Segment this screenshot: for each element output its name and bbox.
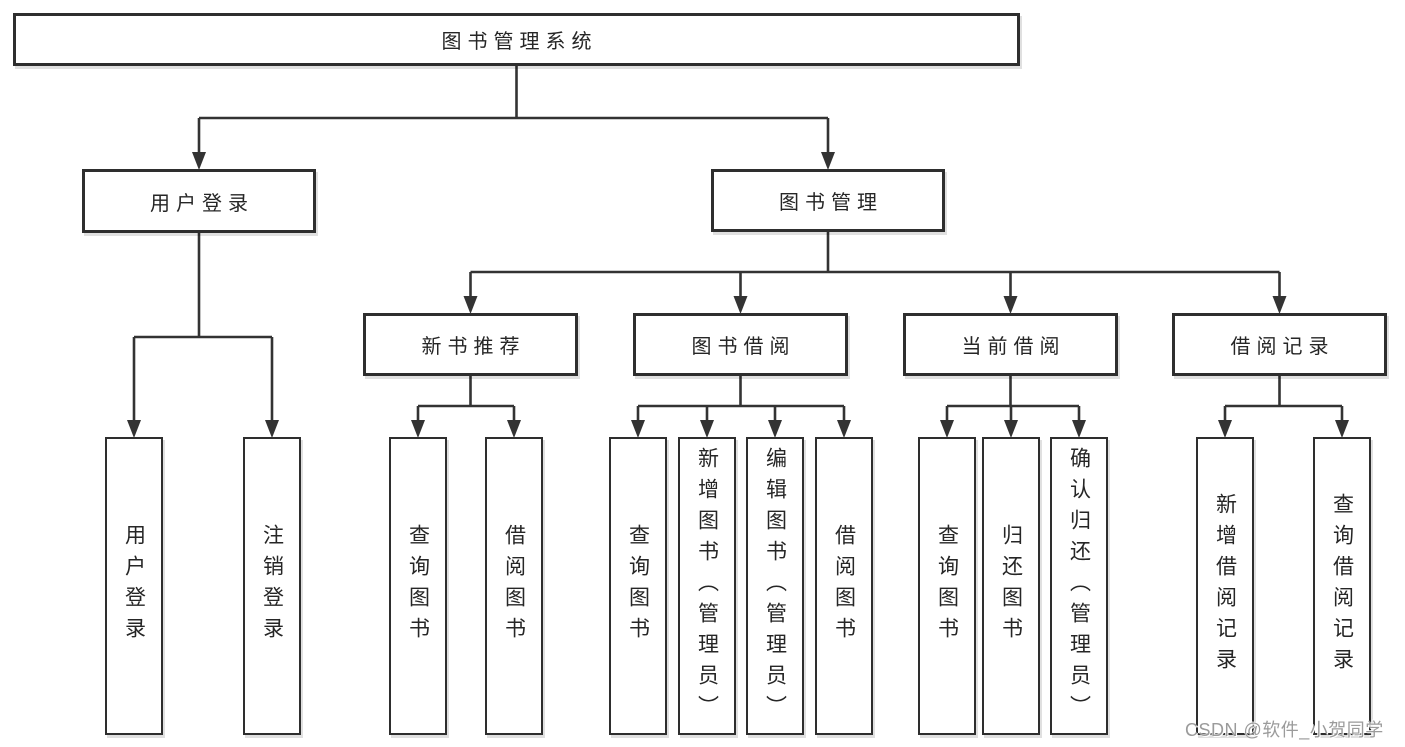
arrow-down-icon <box>1218 420 1232 438</box>
leaf-borrow-books-2: 借阅图书 <box>815 437 873 735</box>
arrow-down-icon <box>192 152 206 170</box>
arrow-down-icon <box>700 420 714 438</box>
leaf-borrow-books-1: 借阅图书 <box>485 437 543 735</box>
leaf-add-borrow-record: 新增借阅记录 <box>1196 437 1254 735</box>
arrow-down-icon <box>411 420 425 438</box>
leaf-user-login: 用户登录 <box>105 437 163 735</box>
node-label: 用户登录 <box>150 192 254 215</box>
node-label: 新书推荐 <box>421 336 526 358</box>
leaf-logout: 注销登录 <box>243 437 301 735</box>
node-label: 查询图书 <box>406 524 430 648</box>
leaf-return-books: 归还图书 <box>982 437 1040 735</box>
node-borrow-records: 借阅记录 <box>1172 313 1387 376</box>
node-book-borrow: 图书借阅 <box>633 313 848 376</box>
leaf-edit-books-admin: 编辑图书（管理员） <box>746 437 804 735</box>
node-label: 当前借阅 <box>961 336 1066 358</box>
node-label: 新增图书（管理员） <box>695 446 719 726</box>
arrow-down-icon <box>265 420 279 438</box>
node-label: 注销登录 <box>260 524 284 648</box>
arrow-down-icon <box>733 296 748 314</box>
node-label: 查询借阅记录 <box>1330 493 1354 679</box>
leaf-confirm-return-admin: 确认归还（管理员） <box>1050 437 1108 735</box>
leaf-query-books-2: 查询图书 <box>609 437 667 735</box>
arrow-down-icon <box>463 296 478 314</box>
node-label: 借阅记录 <box>1230 336 1335 358</box>
arrow-down-icon <box>940 420 954 438</box>
leaf-query-books-3: 查询图书 <box>918 437 976 735</box>
arrow-down-icon <box>127 420 141 438</box>
arrow-down-icon <box>1003 296 1018 314</box>
arrow-down-icon <box>1072 420 1086 438</box>
node-label: 图书管理系统 <box>441 31 598 53</box>
node-current-borrow: 当前借阅 <box>903 313 1118 376</box>
node-book-management: 图书管理 <box>711 169 945 232</box>
node-label: 新增借阅记录 <box>1213 493 1237 679</box>
arrow-down-icon <box>768 420 782 438</box>
node-label: 确认归还（管理员） <box>1067 446 1091 726</box>
arrow-down-icon <box>1004 420 1018 438</box>
node-label: 借阅图书 <box>832 524 856 648</box>
node-label: 用户登录 <box>122 524 146 648</box>
watermark: CSDN @软件_小贺同学 <box>1185 720 1384 740</box>
arrow-down-icon <box>837 420 851 438</box>
arrow-down-icon <box>1272 296 1287 314</box>
node-label: 编辑图书（管理员） <box>763 446 787 726</box>
node-label: 图书借阅 <box>691 336 796 358</box>
leaf-add-books-admin: 新增图书（管理员） <box>678 437 736 735</box>
arrow-down-icon <box>631 420 645 438</box>
arrow-down-icon <box>507 420 521 438</box>
node-label: 查询图书 <box>935 524 959 648</box>
node-label: 图书管理 <box>779 192 883 214</box>
node-user-login: 用户登录 <box>82 169 316 233</box>
leaf-query-books-1: 查询图书 <box>389 437 447 735</box>
arrow-down-icon <box>821 152 835 170</box>
node-label: 借阅图书 <box>502 524 526 648</box>
node-label: 归还图书 <box>999 524 1023 648</box>
node-root: 图书管理系统 <box>13 13 1020 66</box>
arrow-down-icon <box>1335 420 1349 438</box>
node-label: 查询图书 <box>626 524 650 648</box>
leaf-query-borrow-record: 查询借阅记录 <box>1313 437 1371 735</box>
node-new-book-recommend: 新书推荐 <box>363 313 578 376</box>
